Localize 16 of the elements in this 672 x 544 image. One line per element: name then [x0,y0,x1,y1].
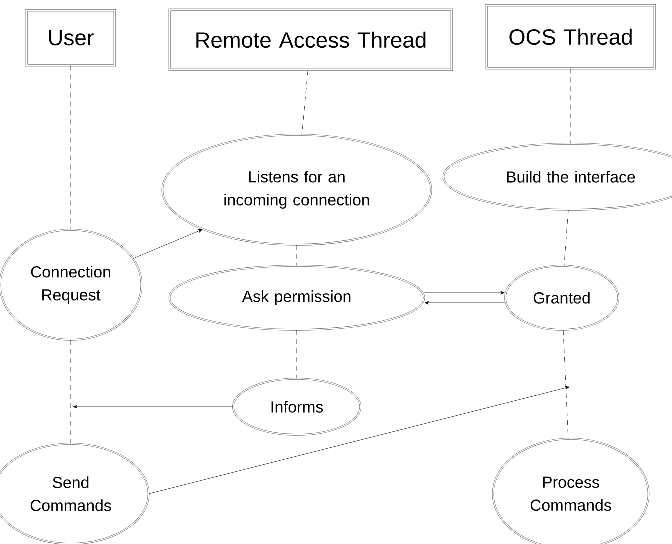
lifeline [564,210,569,266]
lifeline-header-box: OCS Thread [486,4,656,70]
message-arrow [73,405,234,409]
lifeline [296,330,298,379]
lifeline [302,70,308,136]
lifeline [70,66,72,230]
lifeline-header-box: Remote Access Thread [168,8,454,72]
lifeline [296,245,298,266]
message-arrow [133,230,203,259]
lifeline-header-box: User [26,9,116,67]
lifeline [563,330,569,440]
lifeline [570,68,572,144]
message-arrow [148,386,570,494]
message-arrow [424,291,505,295]
lifeline [70,340,72,444]
message-arrow [424,301,506,305]
